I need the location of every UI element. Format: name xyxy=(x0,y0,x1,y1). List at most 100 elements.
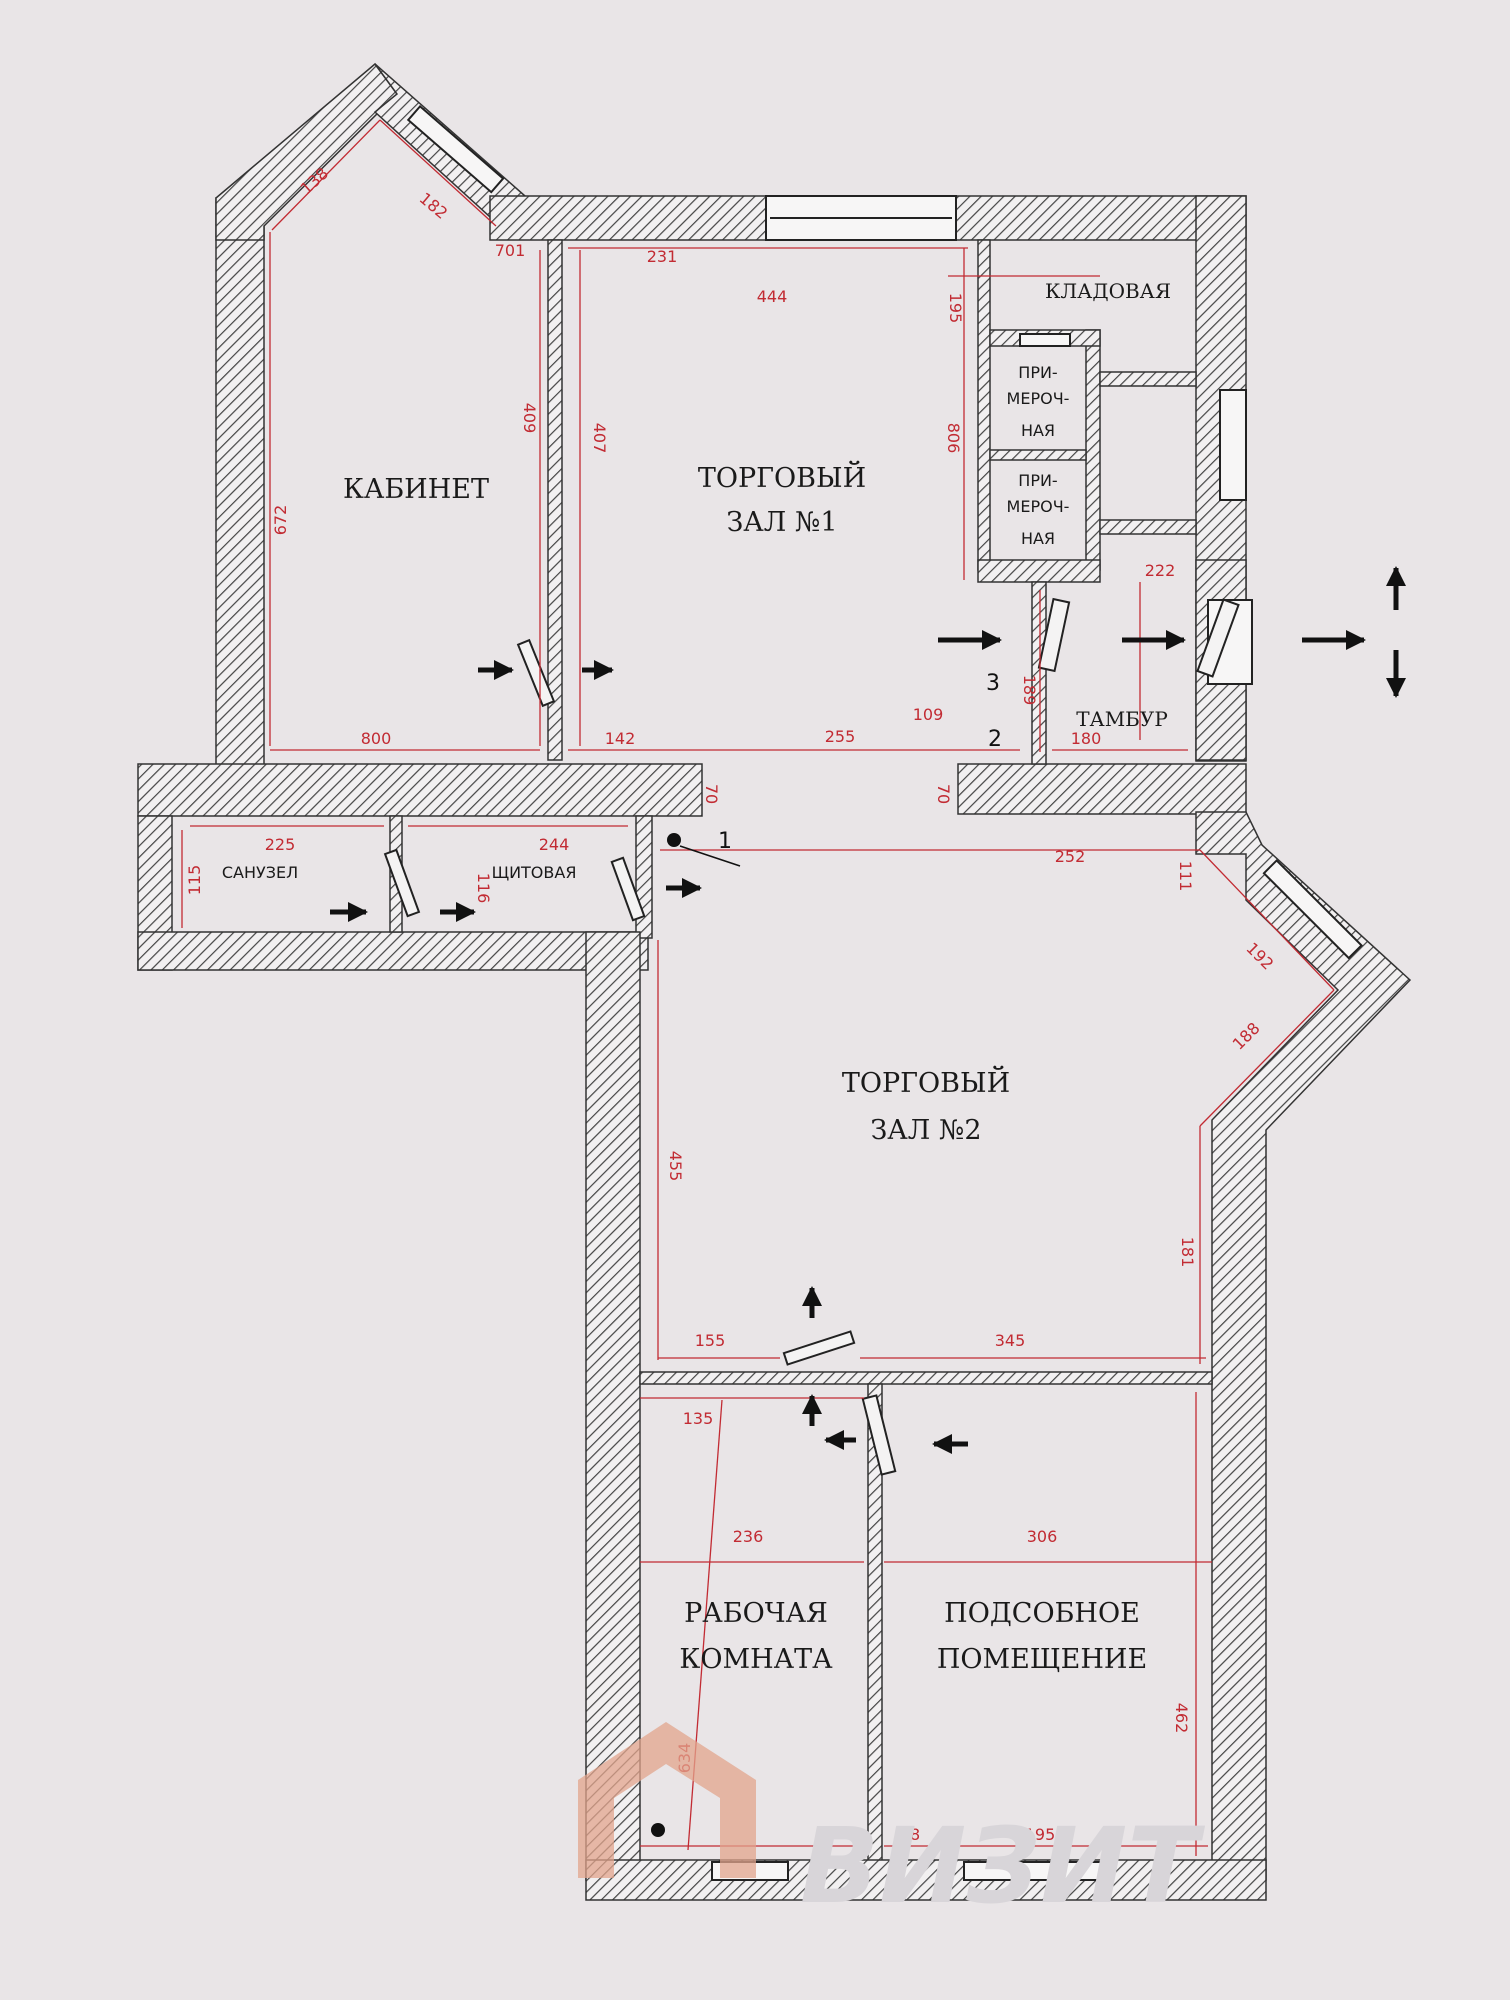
dim-label: 409 xyxy=(520,403,539,434)
wall-hall2-right xyxy=(1195,811,1412,1881)
dim-label: 155 xyxy=(695,1331,726,1350)
room-label-primerochnaya: НАЯ xyxy=(1021,421,1055,440)
room-label-podsobnoe: ПОДСОБНОЕ xyxy=(944,1598,1140,1629)
dim-label: 444 xyxy=(757,287,788,306)
room-label-rabochaya: РАБОЧАЯ xyxy=(684,1598,828,1629)
dim-label: 455 xyxy=(666,1151,685,1182)
marker-dot xyxy=(667,833,681,847)
flow-arrows xyxy=(330,566,1406,1454)
room-label-hall1: ТОРГОВЫЙ xyxy=(698,460,866,494)
marker-dot xyxy=(651,1823,665,1837)
room-label-sanuzel: САНУЗЕЛ xyxy=(222,863,298,882)
wall-primerochnaya-bottom xyxy=(977,559,1101,583)
room-label-primerochnaya: НАЯ xyxy=(1021,529,1055,548)
room-label-primerochnaya: ПРИ- xyxy=(1018,471,1057,490)
wall-kabinet-hall1 xyxy=(547,239,563,761)
wall-under-hall1-left xyxy=(137,763,703,817)
window-hall2-diagonal xyxy=(1262,859,1363,960)
door-hall2-bottom xyxy=(782,1330,856,1366)
door-podsobnoe xyxy=(861,1394,897,1476)
wall-kladovaya-left xyxy=(977,239,991,571)
room-label-kabinet: КАБИНЕТ xyxy=(343,474,489,505)
room-label-hall1: ЗАЛ №1 xyxy=(726,507,837,538)
dimension-labels: 138 182 701 231 444 195 409 407 672 806 … xyxy=(185,164,1277,1844)
wall-kabinet-left xyxy=(215,197,265,767)
window-kladovaya xyxy=(1019,333,1071,347)
wall-service-bottom xyxy=(137,931,649,971)
dim-label: 225 xyxy=(265,835,296,854)
room-label-hall2: ТОРГОВЫЙ xyxy=(842,1065,1010,1099)
dim-label: 181 xyxy=(1178,1237,1197,1268)
dim-label: 135 xyxy=(683,1409,714,1428)
wall-under-hall1-right xyxy=(957,763,1247,815)
dim-label: 192 xyxy=(1242,939,1277,974)
dim-label: 188 xyxy=(1229,1019,1264,1054)
room-label-rabochaya: КОМНАТА xyxy=(679,1644,833,1675)
dim-label: 189 xyxy=(1020,675,1039,706)
dim-label: 701 xyxy=(495,241,526,260)
dim-label: 142 xyxy=(605,729,636,748)
dim-label: 68 xyxy=(900,1825,920,1844)
logo-house-icon xyxy=(578,1722,756,1878)
point-markers: 1 2 3 xyxy=(651,671,1002,1837)
marker-leader xyxy=(679,845,741,867)
room-label-kladovaya: КЛАДОВАЯ xyxy=(1045,279,1171,303)
wall-kladovaya-bottom xyxy=(1099,371,1197,387)
wall-diagonal-top-left xyxy=(215,62,398,241)
dim-label: 115 xyxy=(185,865,204,896)
dim-label: 806 xyxy=(944,423,963,454)
dim-label: 231 xyxy=(647,247,678,266)
dim-label: 462 xyxy=(1172,1703,1191,1734)
dim-label: 195 xyxy=(946,293,965,324)
dim-label: 111 xyxy=(1176,861,1195,892)
dim-label: 109 xyxy=(913,705,944,724)
wall-tambur-left xyxy=(1031,581,1047,765)
dim-label: 70 xyxy=(702,784,721,804)
door-tambur-outer xyxy=(1196,598,1240,678)
dim-label: 195 xyxy=(1025,1825,1056,1844)
room-label-primerochnaya: МЕРОЧ- xyxy=(1007,389,1070,408)
door-sanuzel xyxy=(383,848,421,918)
dim-label: 182 xyxy=(416,189,452,223)
marker-label: 1 xyxy=(718,829,732,854)
doors xyxy=(383,597,1240,1476)
wall-primerochnaya-mid xyxy=(989,449,1087,461)
room-label-tambur: ТАМБУР xyxy=(1076,707,1168,731)
window-bottom-right xyxy=(963,1861,1105,1881)
logo-text: ВИЗИТ xyxy=(800,1805,1205,1927)
door-shchitovaya xyxy=(610,856,646,922)
wall-hall2-bottom xyxy=(639,1371,1213,1385)
marker-label: 3 xyxy=(986,671,1000,696)
window-right-top xyxy=(1219,389,1247,501)
room-label-hall2: ЗАЛ №2 xyxy=(870,1115,981,1146)
wall-bottom xyxy=(585,1859,1267,1901)
dim-label: 116 xyxy=(474,873,493,904)
room-label-primerochnaya: ПРИ- xyxy=(1018,363,1057,382)
door-kabinet xyxy=(516,638,556,708)
window-kabinet-diagonal xyxy=(406,104,505,194)
wall-primerochnaya-right xyxy=(1085,329,1101,571)
dim-label: 345 xyxy=(995,1331,1026,1350)
dim-label: 407 xyxy=(590,423,609,454)
windows xyxy=(406,104,1363,1881)
dim-label: 70 xyxy=(934,784,953,804)
room-label-primerochnaya: МЕРОЧ- xyxy=(1007,497,1070,516)
wall-shchitovaya-right xyxy=(635,815,653,939)
dim-label: 800 xyxy=(361,729,392,748)
dim-label: 306 xyxy=(1027,1527,1058,1546)
wall-tambur-window-stub xyxy=(1099,519,1197,535)
dim-label: 255 xyxy=(825,727,856,746)
dim-label: 222 xyxy=(1145,561,1176,580)
marker-label: 2 xyxy=(988,727,1002,752)
dim-label: 252 xyxy=(1055,847,1086,866)
dim-label: 244 xyxy=(539,835,570,854)
dim-label: 180 xyxy=(1071,729,1102,748)
room-labels: КАБИНЕТ ТОРГОВЫЙ ЗАЛ №1 КЛАДОВАЯ ПРИ- МЕ… xyxy=(222,279,1171,1675)
dimension-lines xyxy=(181,119,1335,1856)
wall-hall2-left xyxy=(585,931,641,1881)
dim-label: 236 xyxy=(733,1527,764,1546)
room-label-shchitovaya: ЩИТОВАЯ xyxy=(492,863,577,882)
dim-label: 672 xyxy=(271,505,290,536)
door-tambur-inner xyxy=(1037,597,1071,673)
logo-watermark: ВИЗИТ xyxy=(578,1722,1205,1927)
